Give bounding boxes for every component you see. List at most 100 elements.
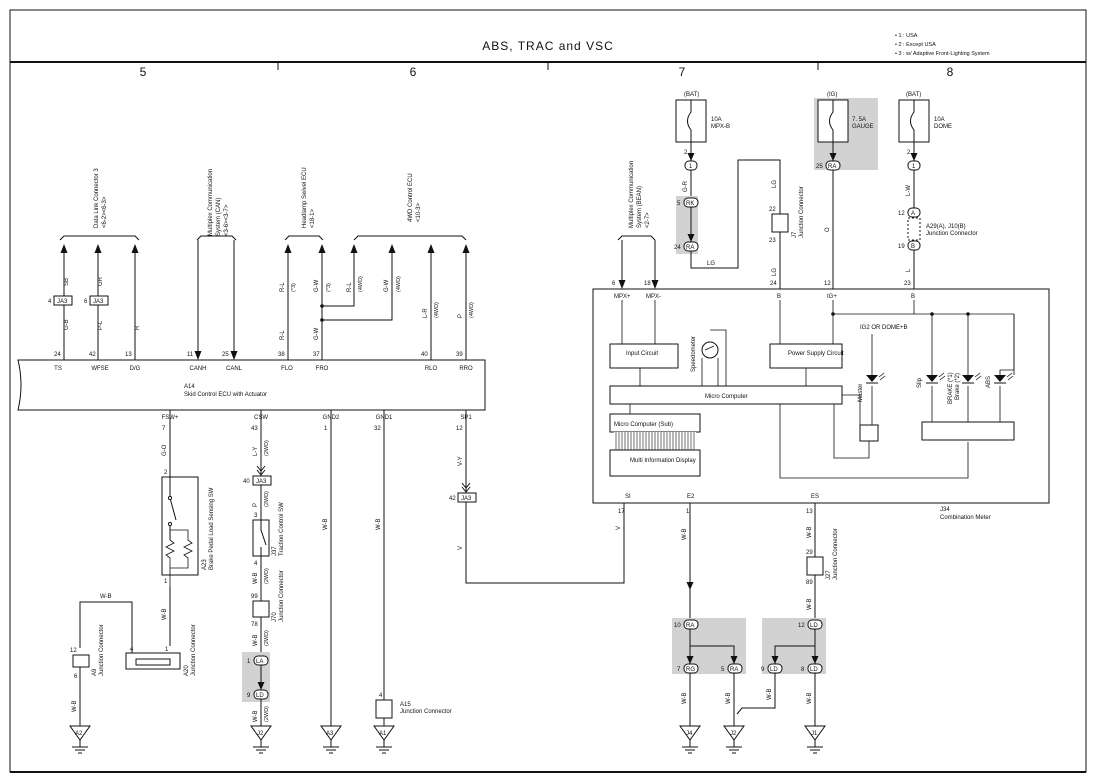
ecu-terminal-name: CANL [226, 366, 243, 372]
fuse-name: GAUGE [852, 124, 874, 130]
pin-label: 9 [247, 693, 251, 699]
ecu-terminal-pin: 1 [324, 426, 328, 432]
ecu-terminal-name: RRO [459, 366, 473, 372]
wire-color: W-B [253, 710, 259, 722]
ecu-terminal-name: WFSE [91, 366, 108, 372]
pin-label: 12 [798, 623, 805, 629]
wire-color: W-B [807, 526, 813, 538]
ecu-terminal-pin: 39 [456, 352, 463, 358]
pin-label: 23 [769, 238, 776, 244]
option-note: (2WD) [264, 630, 270, 646]
wire-color: G-W [314, 327, 320, 340]
multi-display-label-1: Multi Information Display [630, 458, 696, 464]
meter-terminal: B [911, 294, 915, 300]
speedometer-gauge [701, 341, 719, 359]
fuse-rating: 10A [711, 117, 722, 123]
ecu-terminal-name: CANH [189, 366, 206, 372]
wire-4wd-gw [322, 252, 393, 321]
option-note: (2WD) [264, 491, 270, 507]
internal-wire [833, 404, 870, 459]
fuse-name: MPX-B [711, 124, 730, 130]
switch-contact [260, 520, 267, 556]
pin-label: 12 [898, 211, 905, 217]
pin-label: 6 [74, 674, 78, 680]
component-desc: Junction Connector [191, 624, 197, 676]
fuse-supply: (BAT) [684, 92, 699, 98]
source-label-bean: Multiplex Communication [629, 161, 635, 228]
power-supply-label: Power Supply Circuit [788, 351, 844, 357]
led-brake [962, 375, 974, 382]
wire-color: W-B [100, 594, 112, 600]
connector-label: LD [770, 667, 778, 673]
connector-label: RA [686, 245, 694, 251]
pin-label: 4 [254, 561, 258, 567]
micro-sub-label: Micro Computer (Sub) [614, 422, 673, 428]
wire-speed-signal [465, 502, 625, 584]
arrow-up [350, 244, 358, 253]
source-label-dlc3: Data Link Connector 3 [94, 168, 100, 228]
wire-color: P [458, 314, 464, 318]
connector-label: LD [256, 693, 264, 699]
connector-ra [727, 663, 743, 674]
connector-ja3 [252, 475, 272, 486]
connector-label: RA [730, 667, 738, 673]
arrow-down [910, 153, 918, 161]
wire-color: V [458, 546, 464, 550]
wire-color: P-L [98, 320, 104, 330]
wire-color: W-B [807, 598, 813, 610]
led-rays [974, 372, 982, 381]
arrow-down [651, 280, 659, 289]
fuse-supply: (BAT) [906, 92, 921, 98]
wire-color: L-Y [253, 447, 259, 456]
pin-label: 99 [251, 594, 258, 600]
pin-label: 18 [644, 281, 651, 287]
connector-ja3 [457, 492, 477, 503]
legend-note-2: • 2 : Except USA [895, 42, 936, 48]
diagram-title: ABS, TRAC and VSC [482, 39, 614, 53]
ground-label: A3 [326, 731, 334, 737]
wire-lg [690, 159, 781, 269]
pin-label: 5 [721, 667, 725, 673]
led-rays [938, 372, 946, 381]
meter-name: J34 [940, 507, 950, 513]
wire-color: P [253, 503, 259, 507]
pin-label: 7 [677, 667, 681, 673]
wire-color: W-B [72, 700, 78, 712]
wire-color: L-W [906, 185, 912, 196]
meter-terminal: B [777, 294, 781, 300]
section-number: 5 [140, 65, 147, 79]
wire-color: G-W [314, 279, 320, 292]
wire-color: G-O [162, 444, 168, 456]
connector-ja3 [53, 295, 73, 306]
micro-computer-label: Micro Computer [705, 394, 748, 400]
legend-note-3: • 3 : w/ Adaptive Front-Lighting System [895, 51, 990, 57]
led-abs [994, 375, 1006, 382]
pin-label: 4 [379, 693, 383, 699]
meter-terminal: MPX- [646, 294, 661, 300]
legend-note-1: • 1 : USA [895, 33, 918, 39]
arrow-down [686, 656, 694, 664]
pin-label: 9 [761, 667, 765, 673]
slip-label: Slip [917, 377, 923, 388]
section-number: 8 [947, 65, 954, 79]
component-id: J27 [826, 570, 832, 580]
arrow-down [618, 280, 626, 289]
pin-label: 6 [612, 281, 616, 287]
bracket-4wd [353, 235, 467, 241]
wire-color: LG [772, 180, 778, 188]
led-master [866, 375, 878, 382]
component-desc: Junction Connector [799, 186, 805, 238]
resistor [170, 529, 193, 569]
ecu-terminal-name: D/G [130, 366, 141, 372]
component-id: A23 [202, 559, 208, 570]
pin-label: 1 [247, 659, 251, 665]
arrow-down [687, 234, 695, 242]
arrow-down [687, 153, 695, 161]
component-id: A15 [400, 702, 411, 708]
arrow-down [771, 656, 779, 664]
junction-a29 [907, 217, 921, 241]
pin-label: 19 [898, 244, 905, 250]
pin-label: 8 [801, 667, 805, 673]
ecu-terminal-pin: 43 [251, 426, 258, 432]
arrow-down [829, 153, 837, 161]
